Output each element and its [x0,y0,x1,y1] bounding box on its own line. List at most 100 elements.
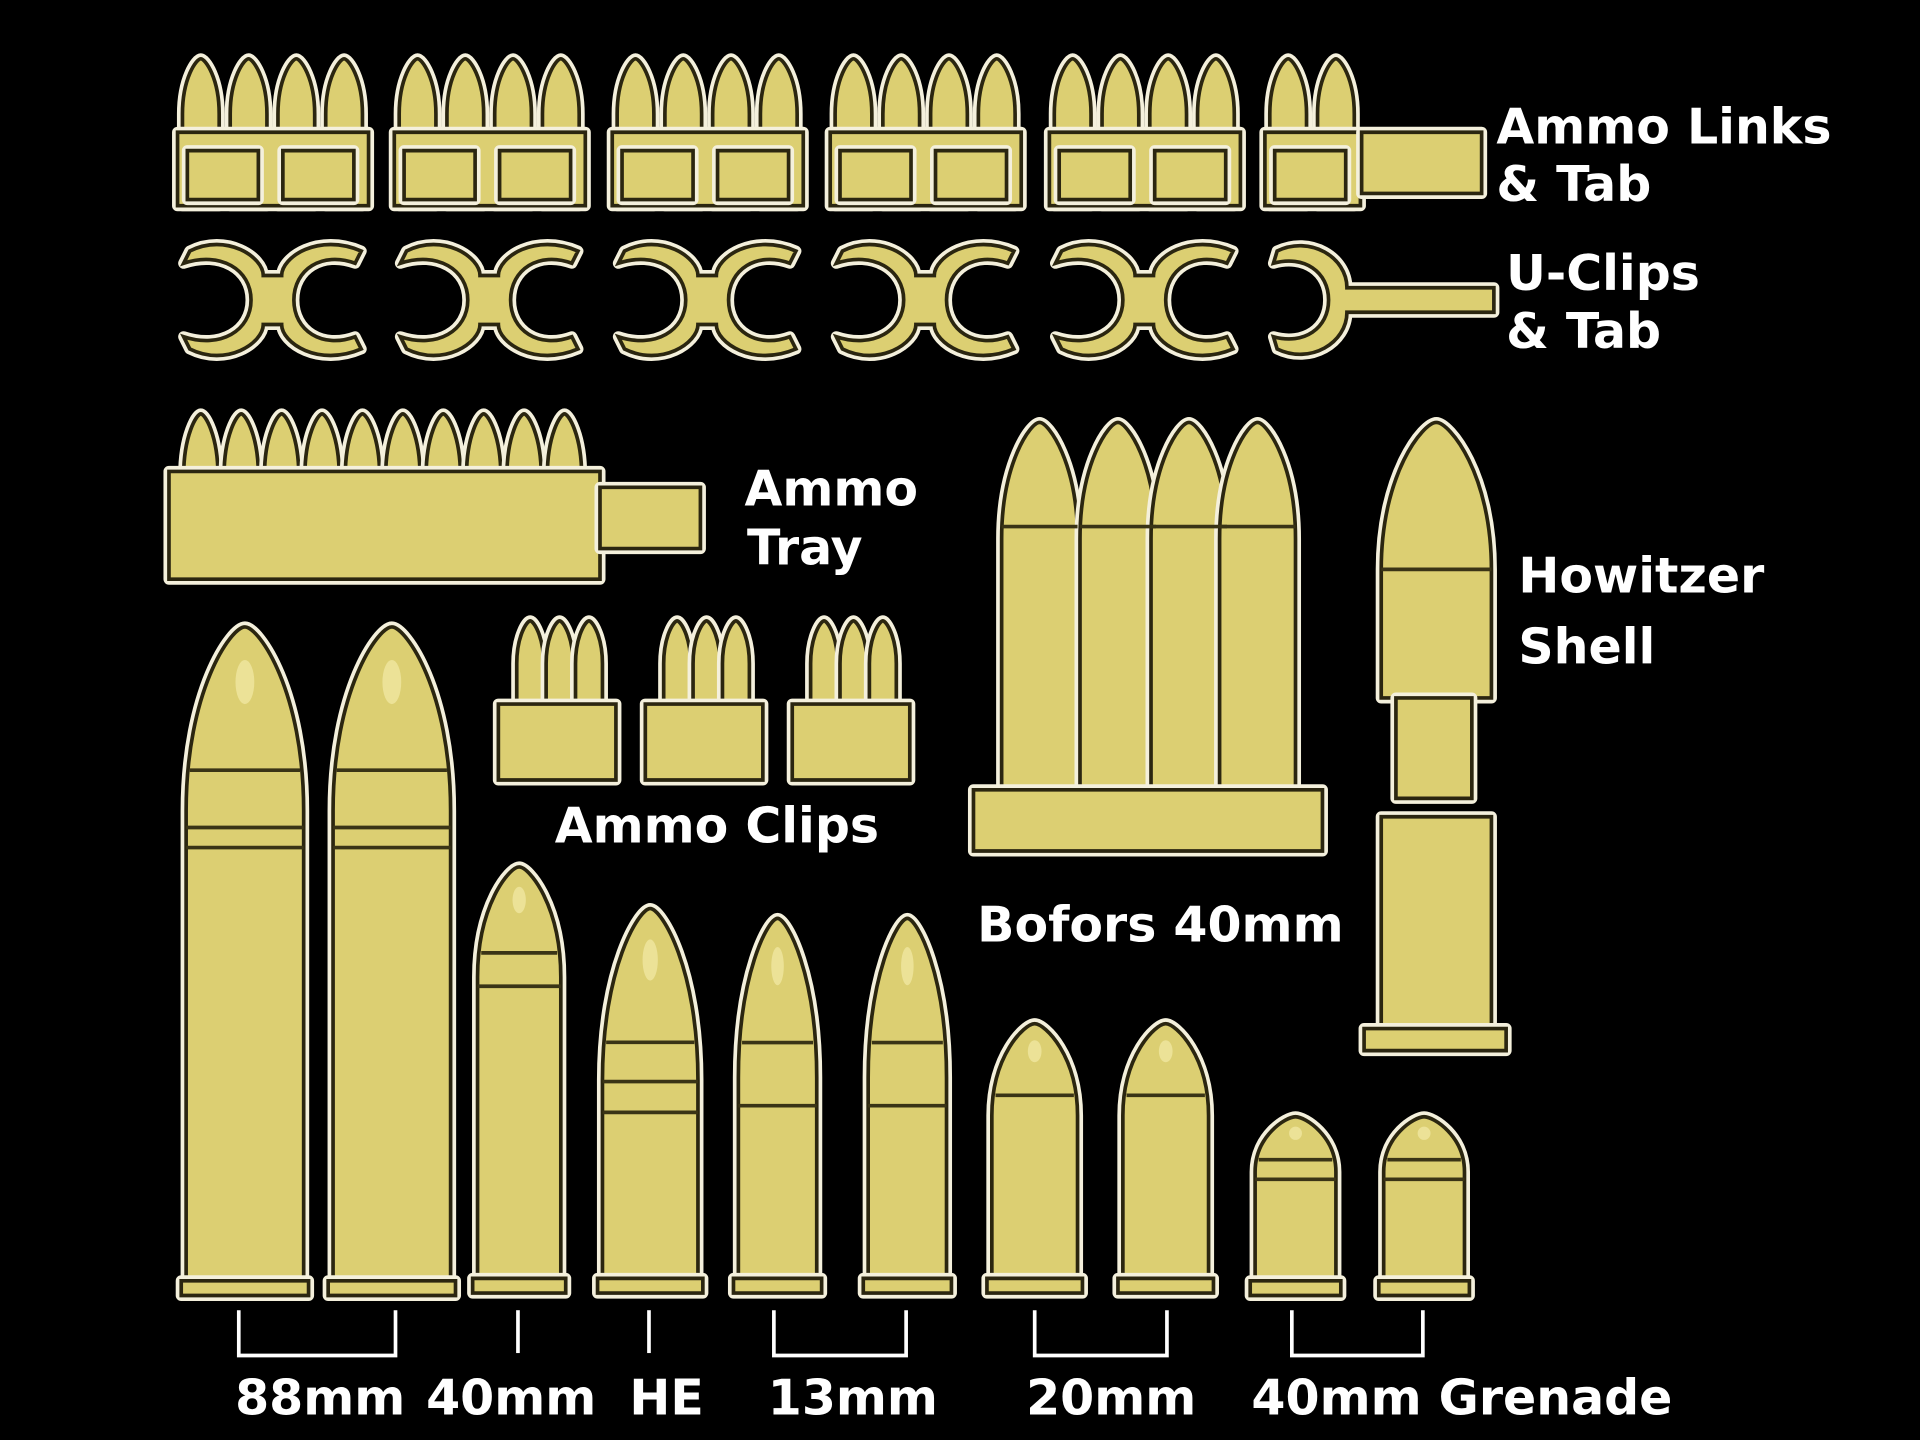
round-grenade-2-rim [1376,1278,1472,1298]
round-40mm [467,861,572,1299]
round-20mm-1-body [990,1021,1080,1283]
caliber-bracket [236,1310,398,1358]
round-13mm-1-highlight [771,947,784,986]
round-88mm-1-highlight [235,660,255,705]
caliber-brackets [236,1310,1425,1358]
round-88mm-2-body [331,625,453,1286]
round-grenade-1-rim [1248,1278,1343,1298]
round-13mm-2-highlight [901,947,914,986]
round-20mm-1 [981,1018,1088,1299]
round-13mm-1-rim [731,1276,824,1295]
caliber-bracket [1290,1310,1425,1358]
round-he [592,903,709,1299]
u-clip-2-body [396,242,581,358]
round-20mm-1-highlight [1027,1040,1042,1063]
ammo-tray-base [167,469,602,582]
label-u-clips-tab: & Tab [1506,303,1661,360]
bofors-round [1217,420,1298,841]
ammo-link-4 [824,53,1027,212]
label-40mm-grenade: 40mm Grenade [1251,1369,1672,1426]
howitzer-fuze-base [1394,696,1474,801]
label-ammo-links: Ammo Links [1496,98,1831,155]
bofors-round [999,420,1080,841]
u-clip-4 [830,239,1020,361]
bofors-clip-strip [971,787,1325,853]
label-ammo-links-tab: & Tab [1496,156,1651,213]
round-grenade-2-body [1381,1114,1467,1286]
round-88mm-2 [322,621,462,1302]
ammo-clip-base [496,702,618,782]
ammo-link-1-link [185,148,261,202]
bofors-round [1078,420,1158,841]
round-he-rim [595,1276,705,1295]
u-clip-1 [178,239,367,361]
round-20mm-2-rim [1116,1276,1216,1295]
ammo-link-3 [606,53,809,212]
round-grenade-1-body [1253,1114,1338,1286]
round-20mm-2-body [1121,1021,1211,1283]
round-he-body [600,906,700,1283]
u-clip-tab-body [1270,244,1496,356]
round-13mm-2 [857,912,957,1299]
ammo-link-4-link [933,148,1009,202]
round-13mm-2-rim [861,1276,954,1295]
round-he-highlight [642,939,658,981]
round-40mm-highlight [512,886,526,914]
bofors-clip [967,416,1328,857]
ammo-tray-tab [598,485,703,551]
round-20mm-1-rim [985,1276,1085,1295]
ammo-link-5 [1043,53,1246,212]
label-40mm: 40mm [426,1369,596,1426]
u-clip-3-body [614,242,799,358]
label-20mm: 20mm [1026,1369,1196,1426]
round-13mm-1 [727,912,828,1299]
u-clip-2 [394,239,584,361]
ammo-link-5-link [1152,148,1228,202]
label-u-clips: U-Clips [1506,245,1700,302]
howitzer-shell [1358,416,1512,1057]
ammo-tray [163,408,706,585]
ammo-clip-base [790,702,912,782]
round-88mm-1-rim [179,1278,311,1298]
round-40mm-rim [470,1276,568,1295]
ammo-link-with-tab [1259,53,1488,212]
caliber-bracket [1032,1310,1169,1358]
u-clip-5 [1050,239,1239,361]
ammo-clip-3 [786,615,916,786]
round-88mm-2-rim [326,1278,458,1298]
label-howitzer-2: Shell [1518,619,1655,676]
u-clip-4-body [832,242,1017,358]
ammo-link-2 [388,53,591,212]
round-13mm-1-body [736,916,819,1283]
ammo-link-5-link [1057,148,1133,202]
ammo-link-2-link [402,148,477,202]
ammo-clip-1 [492,615,622,786]
u-clip-1-body [180,242,364,358]
label-he: HE [629,1369,703,1426]
label-88mm: 88mm [235,1369,405,1426]
caption-labels: Ammo Links & Tab U-Clips & Tab Ammo Tray… [235,98,1831,1426]
label-ammo-clips: Ammo Clips [555,797,879,854]
round-20mm-2-highlight [1158,1040,1173,1063]
ammo-link-2-link [497,148,573,202]
howitzer-casing [1379,814,1494,1033]
round-grenade-2 [1373,1111,1475,1302]
label-bofors: Bofors 40mm [977,897,1343,954]
parts-layer [163,53,1512,1358]
u-clip-with-tab [1267,240,1500,360]
label-13mm: 13mm [768,1369,938,1426]
ammo-link-3-link [620,148,695,202]
round-20mm-2 [1112,1018,1219,1299]
round-88mm-1-body [184,625,306,1286]
caliber-bracket [772,1310,908,1358]
round-grenade-1 [1244,1111,1347,1302]
u-clip-5-body [1051,242,1236,358]
round-13mm-2-body [866,916,949,1283]
ammo-clip-base [643,702,765,782]
ammo-link-tab [1359,130,1484,196]
round-grenade-1-highlight [1289,1126,1302,1140]
ammo-link-with-tab-link [1272,148,1348,202]
ammo-link-4-link [838,148,913,202]
round-88mm-2-highlight [382,660,402,705]
